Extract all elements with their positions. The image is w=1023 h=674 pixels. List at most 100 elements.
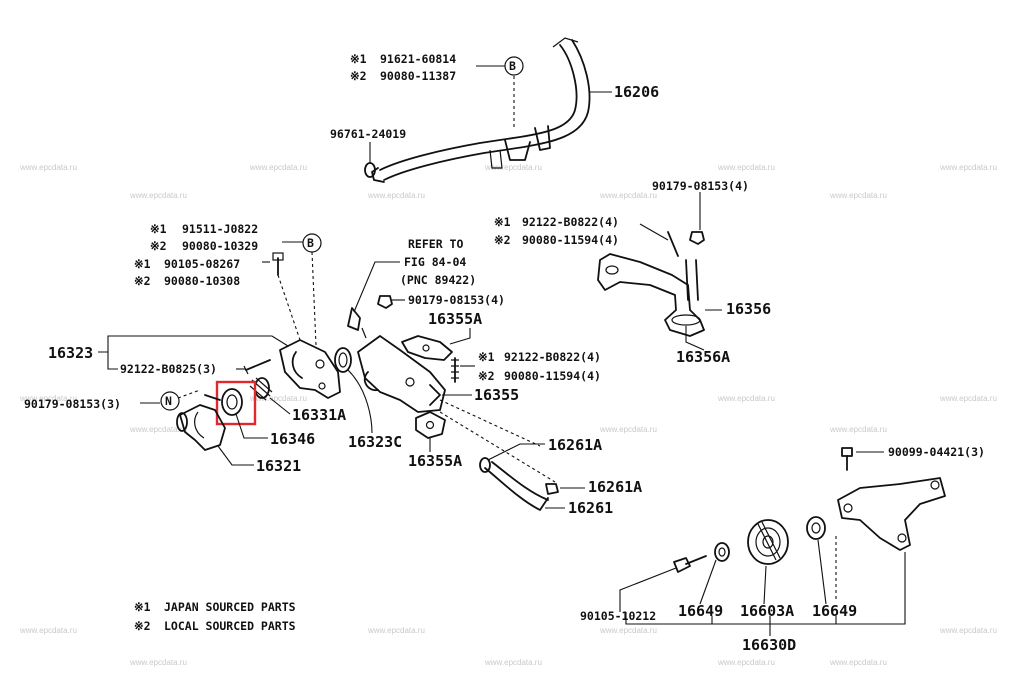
leader-line	[439, 399, 541, 447]
spacer-16649-right[interactable]	[806, 516, 826, 540]
part-number: 90080-11594(4)	[522, 233, 619, 247]
source-mark: ※1	[350, 52, 367, 66]
part-number: 90179-08153(4)	[652, 179, 749, 193]
leader-line	[235, 413, 268, 439]
watermark: www.epcdata.ru	[484, 163, 542, 172]
pipe-16356[interactable]	[597, 253, 705, 337]
inlet-16321[interactable]	[176, 404, 226, 451]
svg-text:B: B	[509, 59, 516, 73]
leader-line	[487, 443, 545, 461]
leader-line	[347, 369, 373, 434]
leader-line	[439, 411, 556, 483]
gasket-16346[interactable]	[221, 388, 243, 416]
source-mark: ※2	[350, 69, 367, 83]
watermark: www.epcdata.ru	[829, 191, 887, 200]
watermark: www.epcdata.ru	[367, 191, 425, 200]
part-number: 16261	[568, 499, 613, 517]
source-mark: ※2	[494, 233, 511, 247]
svg-text:B: B	[307, 236, 314, 250]
part-number: 16355	[474, 386, 519, 404]
part-number: 16649	[812, 602, 857, 620]
watermark: www.epcdata.ru	[717, 394, 775, 403]
watermark: www.epcdata.ru	[599, 626, 657, 635]
part-number: 96761-24019	[330, 127, 406, 141]
clamp-16261a[interactable]	[545, 483, 559, 495]
watermark: www.epcdata.ru	[717, 658, 775, 667]
source-mark: ※1	[494, 215, 511, 229]
gasket-16323c[interactable]	[334, 347, 352, 373]
gasket-16355a-bottom[interactable]	[415, 411, 446, 439]
leader-line	[639, 223, 669, 241]
part-number: 16346	[270, 430, 315, 448]
part-number: 90179-08153(4)	[408, 293, 505, 307]
water-outlet-16323[interactable]	[279, 339, 341, 399]
leader-line	[277, 274, 301, 341]
watermark: www.epcdata.ru	[599, 191, 657, 200]
leader-line	[269, 397, 291, 415]
part-number: 16261A	[588, 478, 642, 496]
source-mark: ※2	[478, 369, 495, 383]
nut-90179-08153-b[interactable]	[204, 394, 221, 401]
spacer-16649-left[interactable]	[714, 542, 730, 562]
refer-note: (PNC 89422)	[400, 273, 476, 287]
watermark: www.epcdata.ru	[19, 626, 77, 635]
legend-text: LOCAL SOURCED PARTS	[164, 619, 296, 633]
callout-b: B	[302, 233, 322, 253]
part-number: 91511-J0822	[182, 222, 258, 236]
gasket-16355a-top[interactable]	[401, 335, 453, 361]
part-number: 16355A	[408, 452, 462, 470]
part-number: 90099-04421(3)	[888, 445, 985, 459]
watermark: www.epcdata.ru	[717, 163, 775, 172]
nut-90179-08153-a[interactable]	[377, 295, 393, 309]
part-number: 16630D	[742, 636, 796, 654]
part-number: 16649	[678, 602, 723, 620]
refer-note: REFER TO	[408, 237, 463, 251]
stud-90105-08267[interactable]	[272, 252, 284, 276]
leader-line	[763, 565, 767, 605]
watermark: www.epcdata.ru	[19, 394, 77, 403]
leader-line	[449, 328, 471, 345]
watermark: www.epcdata.ru	[939, 394, 997, 403]
stud-16356-bolt[interactable]	[667, 231, 679, 257]
bracket-16630d[interactable]	[837, 477, 946, 551]
leader-line	[217, 445, 254, 466]
leader-line	[619, 567, 677, 612]
bolt-90099-04421[interactable]	[841, 447, 853, 471]
part-number: 92122-B0822(4)	[522, 215, 619, 229]
watermark: www.epcdata.ru	[484, 658, 542, 667]
part-number: 91621-60814	[380, 52, 456, 66]
watermark: www.epcdata.ru	[249, 394, 307, 403]
idler-pulley-16603a[interactable]	[747, 519, 789, 565]
source-mark: ※2	[150, 239, 167, 253]
part-number: 92122-B0825(3)	[120, 362, 217, 376]
watermark: www.epcdata.ru	[939, 626, 997, 635]
nut-90179-08153-c[interactable]	[689, 231, 705, 245]
watermark: www.epcdata.ru	[939, 163, 997, 172]
legend-text: JAPAN SOURCED PARTS	[164, 600, 296, 614]
leader-line	[685, 326, 705, 351]
hose-16261[interactable]	[479, 457, 549, 511]
watermark: www.epcdata.ru	[599, 425, 657, 434]
leader-line	[353, 261, 400, 313]
watermark: www.epcdata.ru	[129, 658, 187, 667]
part-number: 90105-08267	[164, 257, 240, 271]
watermark: www.epcdata.ru	[829, 425, 887, 434]
part-number: 16356	[726, 300, 771, 318]
stud-92122-b0822[interactable]	[451, 357, 459, 383]
part-number: 92122-B0822(4)	[504, 350, 601, 364]
leader-line	[107, 352, 118, 370]
sensor-refer-89422[interactable]	[347, 307, 367, 339]
legend: ※1 JAPAN SOURCED PARTS ※2 LOCAL SOURCED …	[134, 600, 296, 633]
legend-mark: ※1	[134, 600, 151, 614]
bolt-92122-b0825[interactable]	[243, 359, 271, 375]
leader-line	[699, 559, 717, 605]
part-number: 90179-08153(3)	[24, 397, 121, 411]
part-number: 16323C	[348, 433, 402, 451]
leader-line	[817, 539, 827, 605]
highlight-box	[215, 380, 257, 426]
water-bypass-16355[interactable]	[357, 335, 446, 413]
part-number: 90080-11594(4)	[504, 369, 601, 383]
bolt-90105-10212[interactable]	[673, 555, 707, 573]
leader-line	[625, 552, 906, 625]
